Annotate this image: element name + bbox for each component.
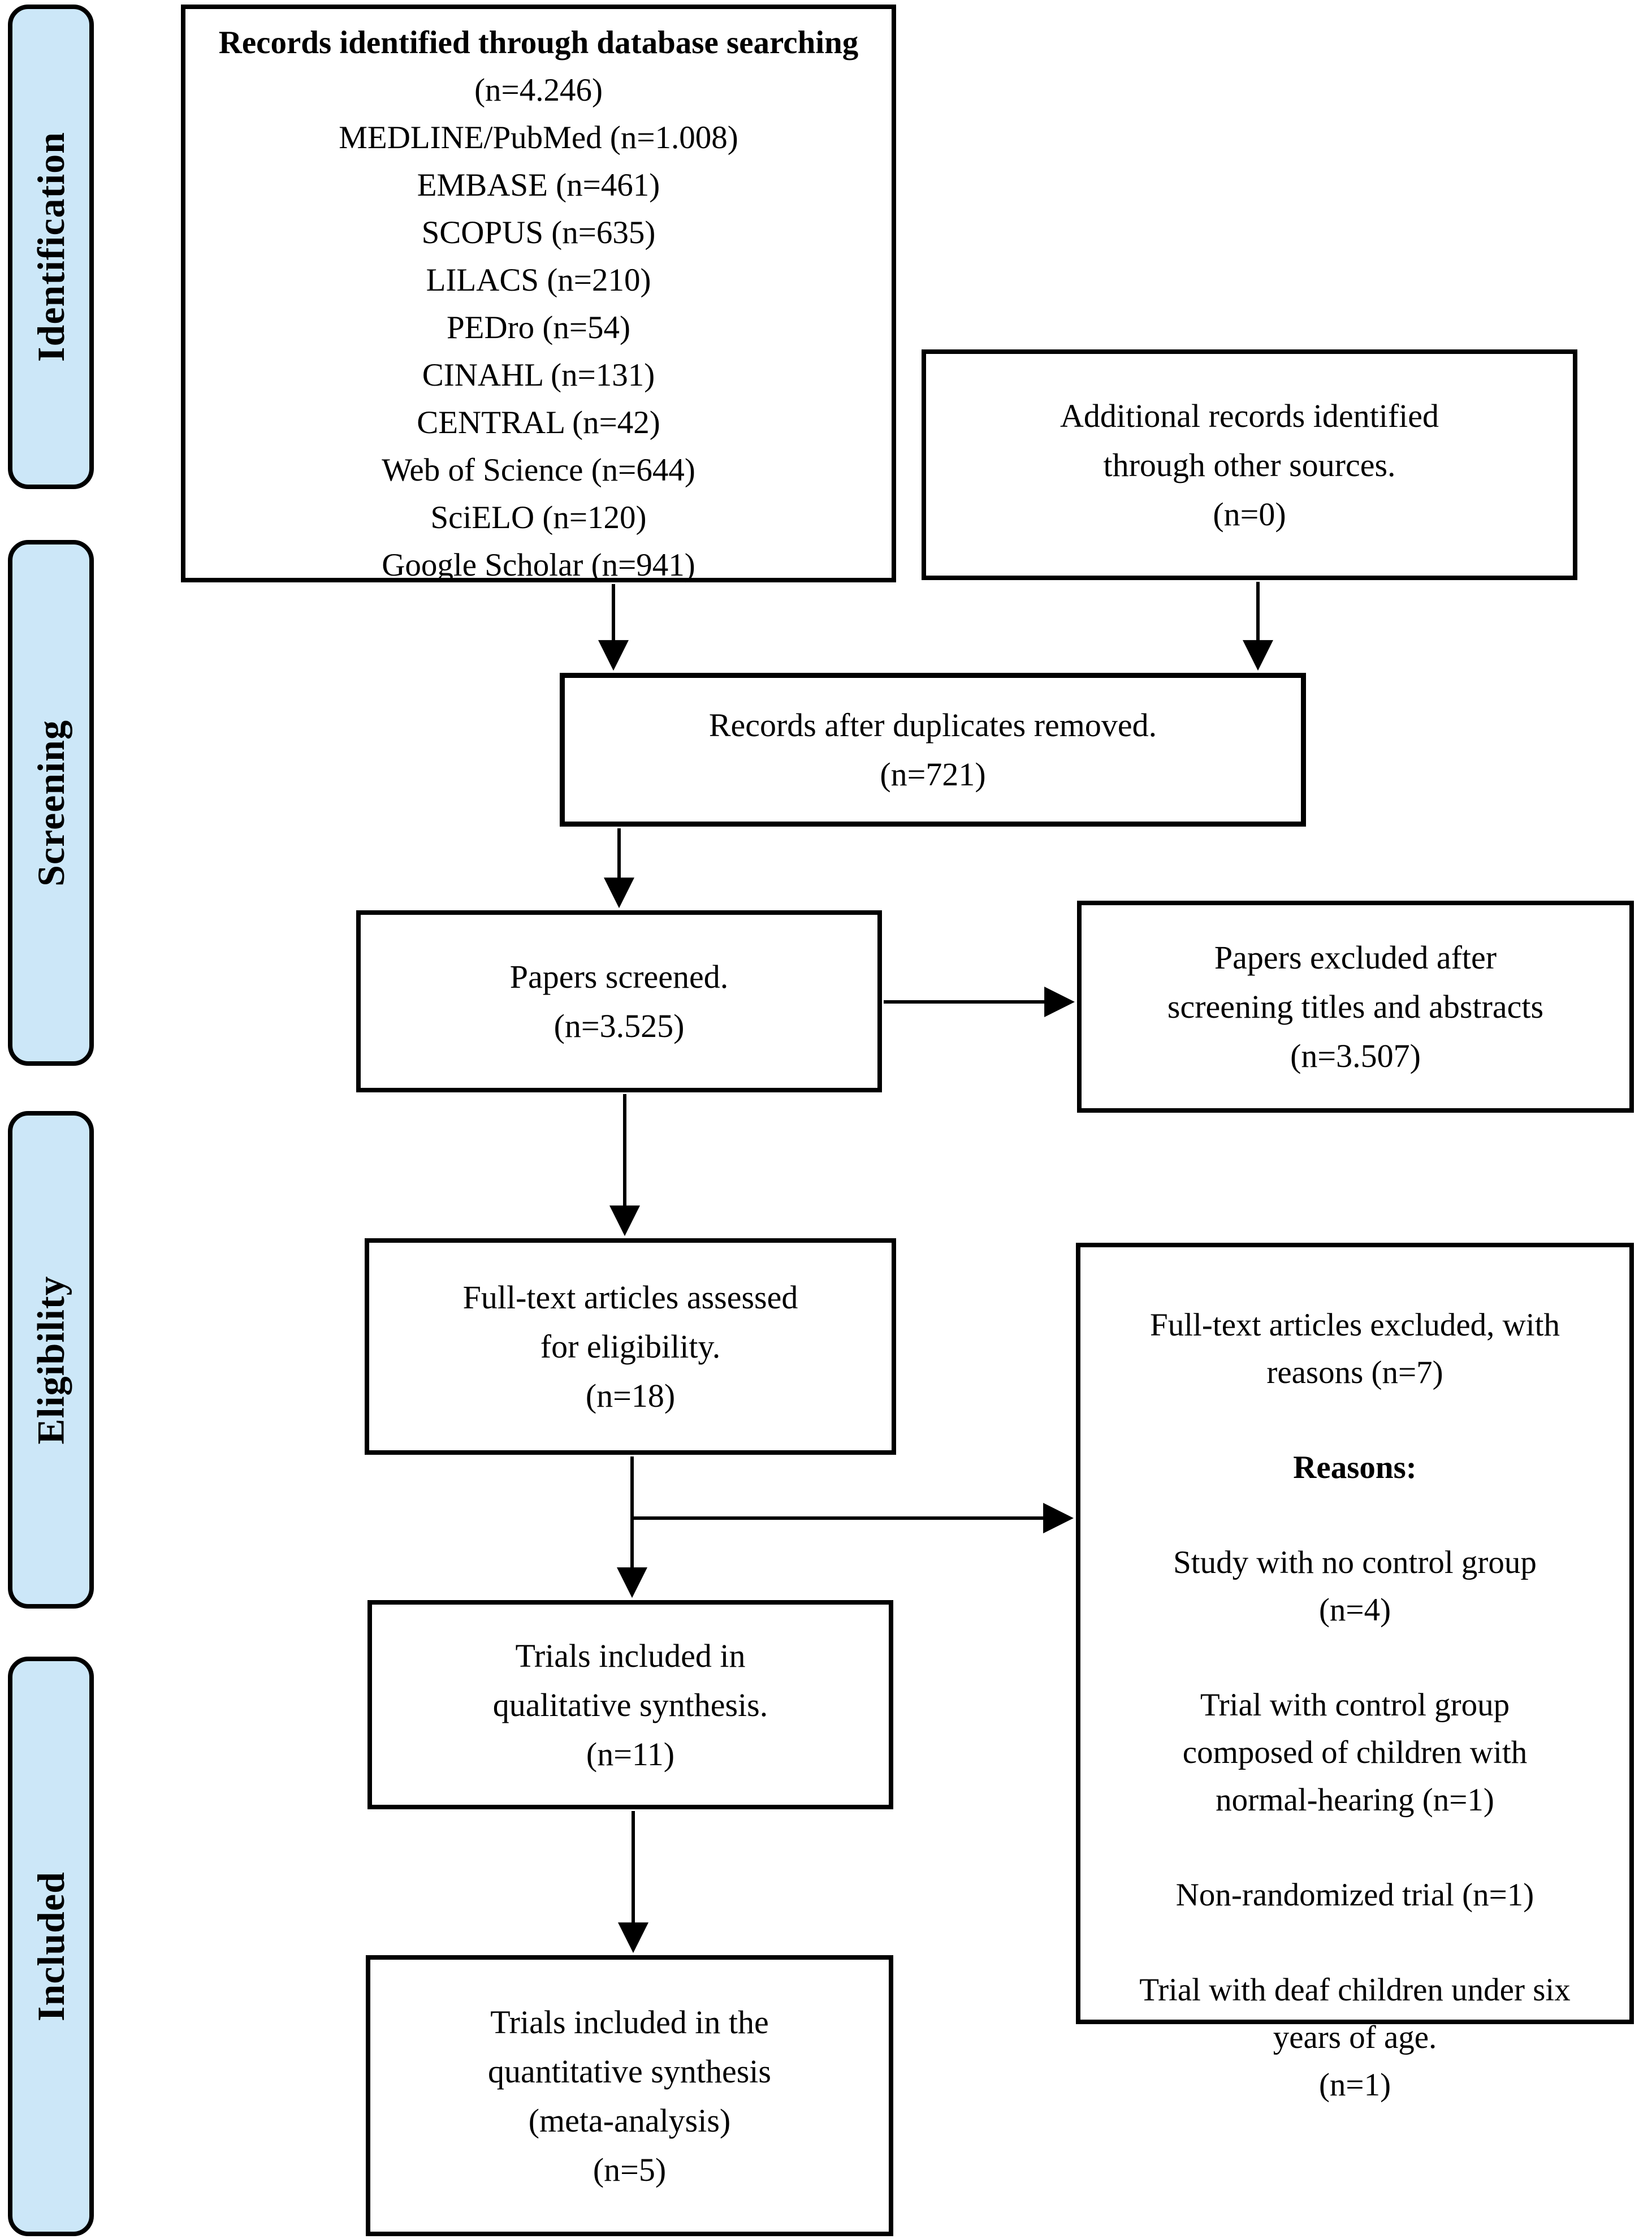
box-papers-screened: Papers screened. (n=3.525) bbox=[356, 910, 882, 1092]
records-identified-title-bold: Records identified through database sear… bbox=[218, 25, 859, 60]
fulltext-excluded-reasons: Study with no control group (n=4) Trial … bbox=[1139, 1545, 1571, 2103]
fulltext-assessed-text: Full-text articles assessed for eligibil… bbox=[462, 1279, 798, 1414]
box-duplicates-removed: Records after duplicates removed. (n=721… bbox=[560, 673, 1306, 827]
qualitative-synthesis-text: Trials included in qualitative synthesis… bbox=[492, 1637, 768, 1773]
additional-records-text: Additional records identified through ot… bbox=[1059, 397, 1439, 533]
stage-identification: Identification bbox=[8, 5, 94, 489]
box-papers-excluded: Papers excluded after screening titles a… bbox=[1077, 901, 1634, 1113]
quantitative-synthesis-text: Trials included in the quantitative synt… bbox=[488, 2003, 771, 2188]
papers-excluded-text: Papers excluded after screening titles a… bbox=[1167, 939, 1544, 1074]
fulltext-excluded-title: Full-text articles excluded, with reason… bbox=[1150, 1307, 1560, 1390]
duplicates-removed-text: Records after duplicates removed. (n=721… bbox=[708, 707, 1157, 793]
box-fulltext-assessed: Full-text articles assessed for eligibil… bbox=[365, 1238, 896, 1455]
stage-included: Included bbox=[8, 1657, 94, 2236]
records-identified-title: Records identified through database sear… bbox=[202, 19, 875, 114]
records-identified-count: (n=4.246) bbox=[474, 72, 603, 108]
box-records-identified: Records identified through database sear… bbox=[181, 5, 896, 583]
papers-screened-text: Papers screened. (n=3.525) bbox=[509, 958, 729, 1044]
records-identified-sources: MEDLINE/PubMed (n=1.008) EMBASE (n=461) … bbox=[339, 120, 738, 583]
box-qualitative-synthesis: Trials included in qualitative synthesis… bbox=[367, 1600, 893, 1809]
stage-eligibility: Eligibility bbox=[8, 1111, 94, 1609]
box-additional-records: Additional records identified through ot… bbox=[922, 349, 1577, 580]
stage-screening: Screening bbox=[8, 540, 94, 1066]
box-fulltext-excluded: Full-text articles excluded, with reason… bbox=[1076, 1243, 1634, 2103]
box-quantitative-synthesis: Trials included in the quantitative synt… bbox=[366, 1955, 893, 2236]
fulltext-excluded-reasons-label: Reasons: bbox=[1293, 1450, 1417, 1485]
